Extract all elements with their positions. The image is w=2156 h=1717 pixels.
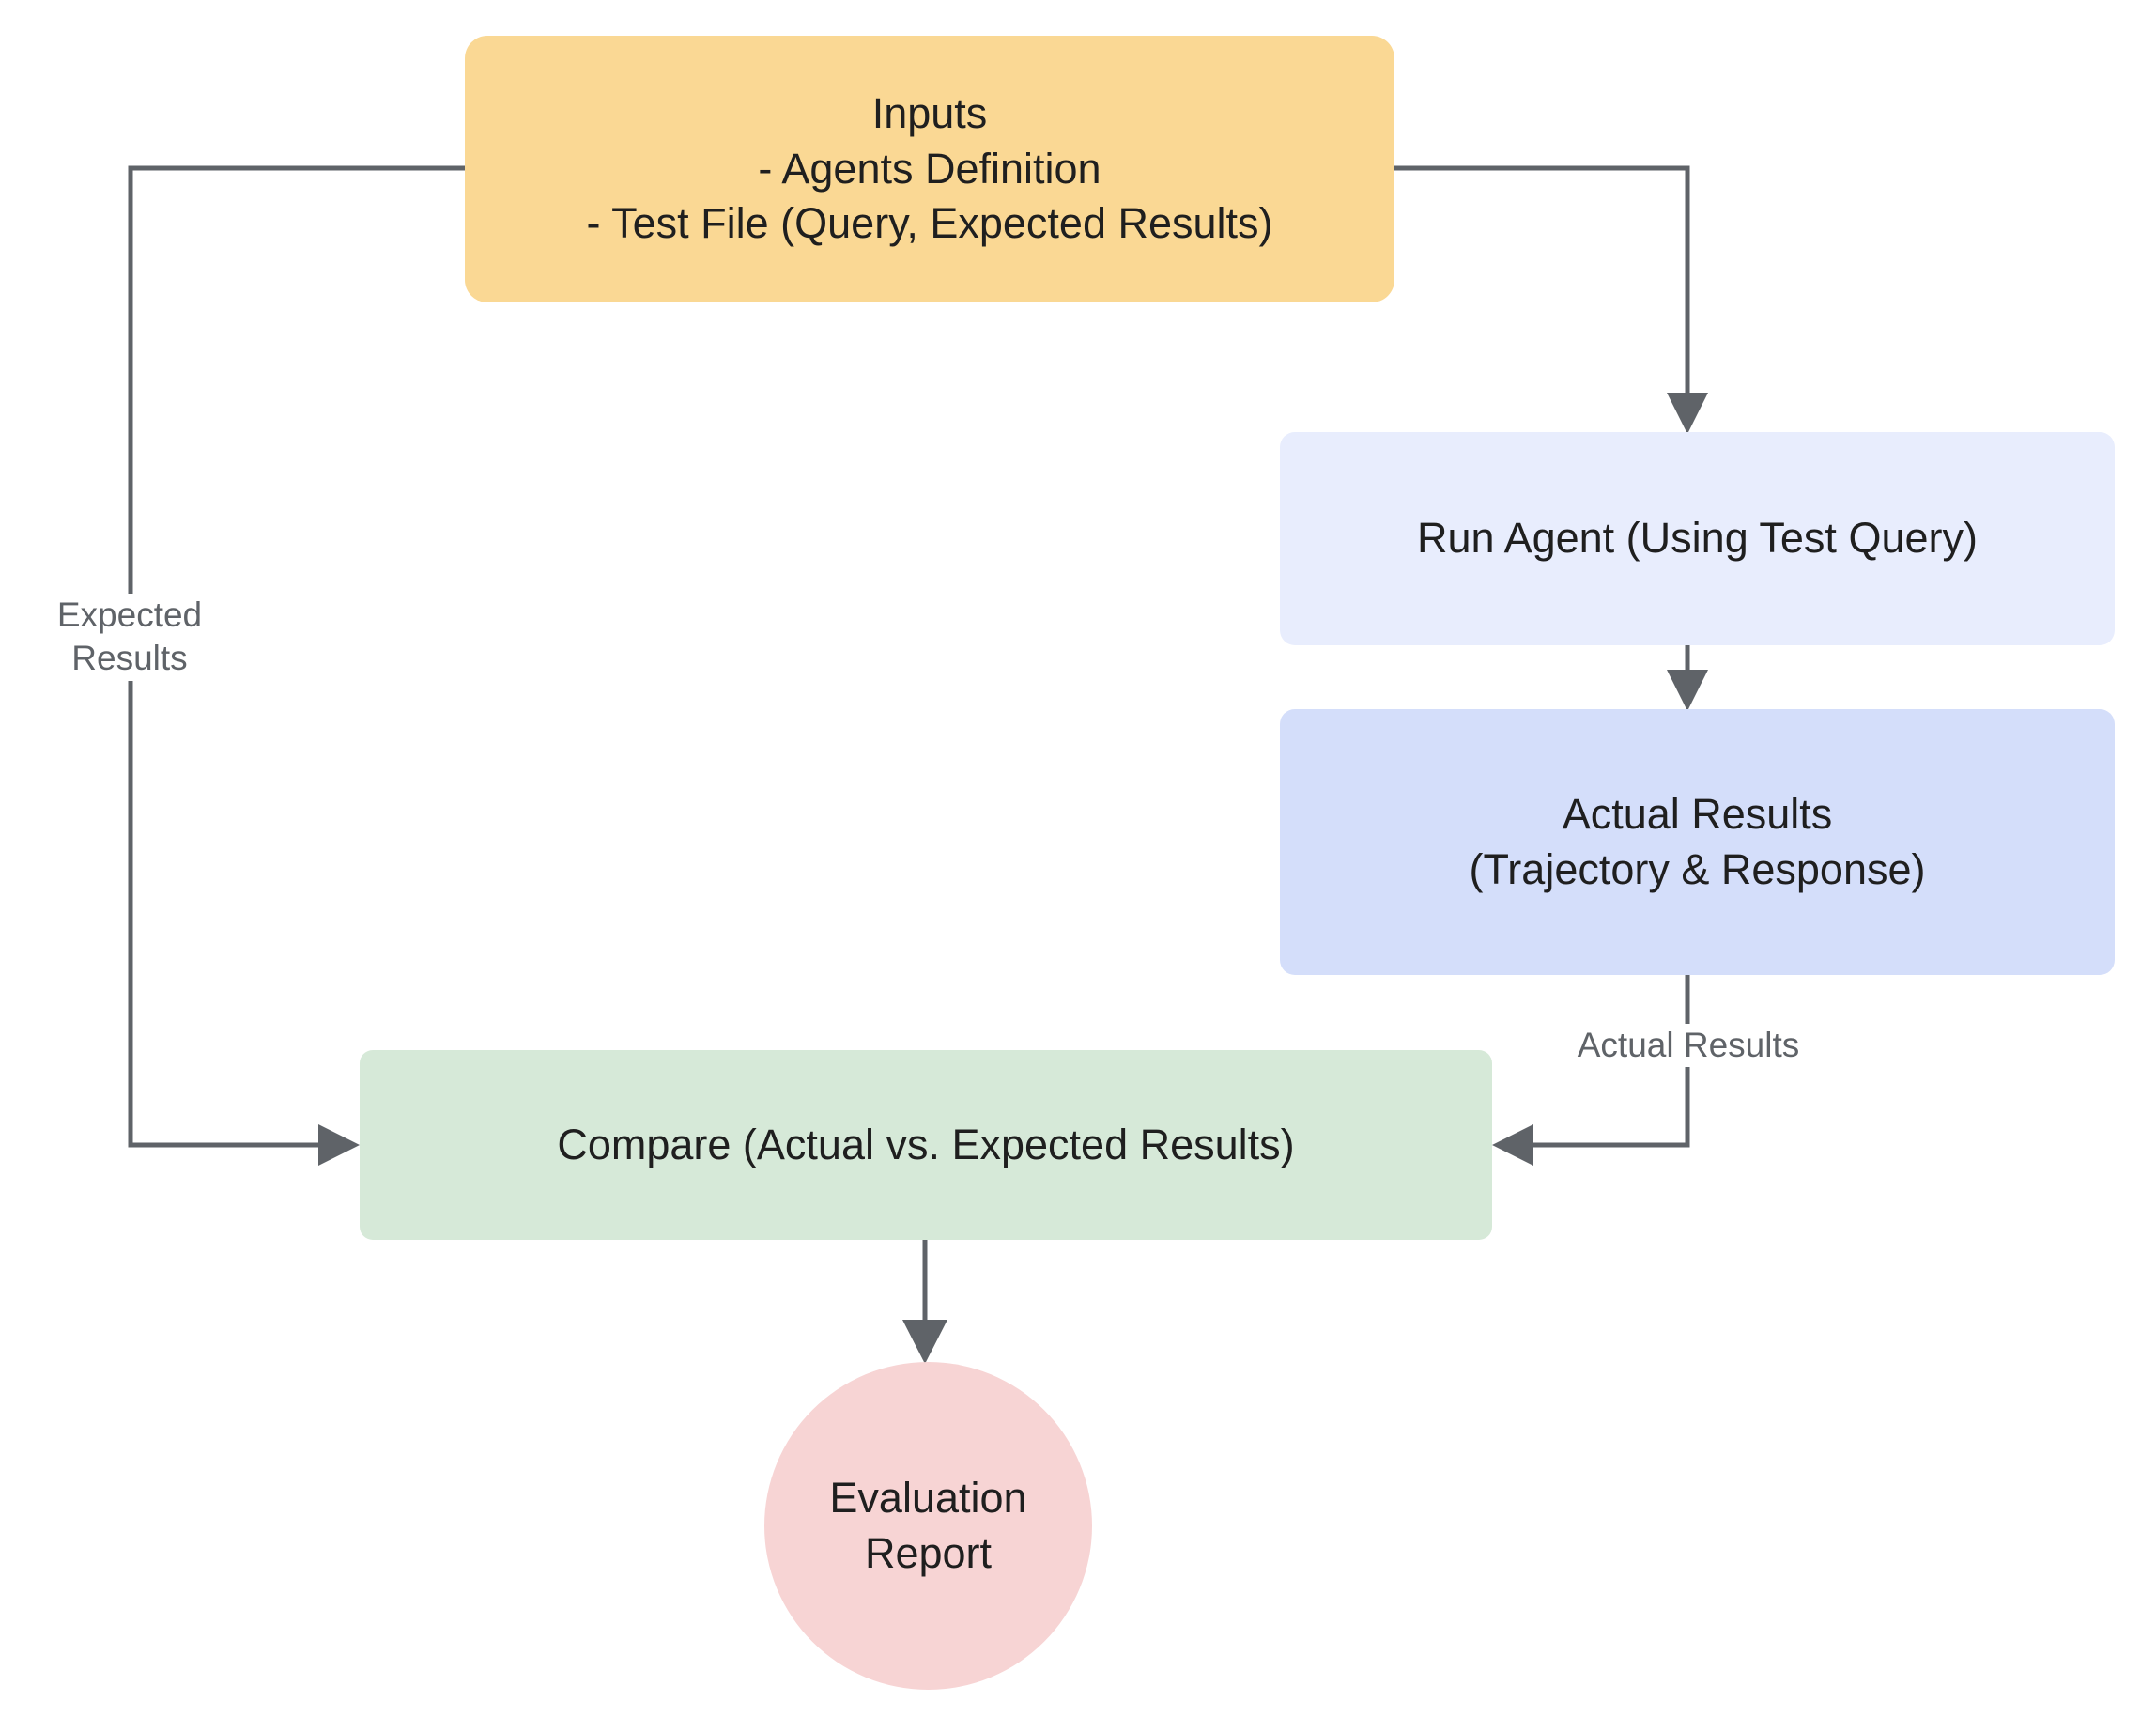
- node-compare[interactable]: Compare (Actual vs. Expected Results): [360, 1050, 1492, 1240]
- node-evaluation-report[interactable]: Evaluation Report: [764, 1362, 1092, 1690]
- edge-inputs-to-run-agent: [1394, 165, 1708, 434]
- edge-label-expected-results: Expected Results: [26, 594, 233, 681]
- edge-label-actual-results: Actual Results: [1543, 1024, 1834, 1068]
- node-evaluation-report-label: Evaluation Report: [829, 1474, 1027, 1577]
- edge-run-agent-to-actual-results: [1667, 645, 1708, 711]
- node-run-agent-label: Run Agent (Using Test Query): [1417, 514, 1978, 563]
- node-compare-label: Compare (Actual vs. Expected Results): [557, 1120, 1295, 1168]
- node-inputs-label: Inputs - Agents Definition - Test File (…: [586, 89, 1273, 248]
- edge-actual-results-to-compare: [1492, 975, 1690, 1166]
- node-inputs[interactable]: Inputs - Agents Definition - Test File (…: [465, 36, 1394, 302]
- edge-compare-to-eval-report: [902, 1240, 947, 1364]
- node-actual-results-label: Actual Results (Trajectory & Response): [1469, 790, 1926, 893]
- node-run-agent[interactable]: Run Agent (Using Test Query): [1280, 432, 2115, 645]
- node-actual-results[interactable]: Actual Results (Trajectory & Response): [1280, 709, 2115, 975]
